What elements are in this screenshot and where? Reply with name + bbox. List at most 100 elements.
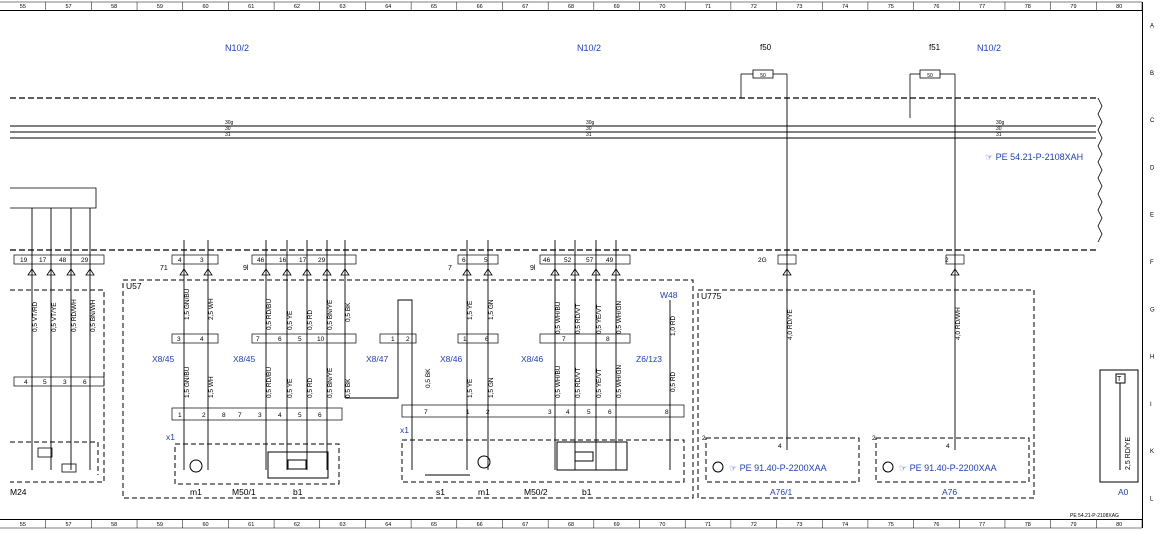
ruler-side-label: E xyxy=(1150,213,1154,219)
pin-label: 8 xyxy=(606,336,610,343)
wire-label: 1,5 YE xyxy=(467,378,474,398)
ruler-side-label: L xyxy=(1150,496,1154,502)
a0-top-label: T xyxy=(1117,376,1122,383)
module-left-box xyxy=(10,187,97,209)
ruler-top-label: 75 xyxy=(888,4,894,10)
pin-label: 16 xyxy=(279,257,287,264)
u775-label: U775 xyxy=(701,291,722,301)
pin-label: 5 xyxy=(484,257,488,264)
connector-strip-mid xyxy=(13,333,631,387)
ruler-bottom-label: 60 xyxy=(202,522,208,528)
svg-text:30g: 30g xyxy=(996,120,1005,126)
pin-label: 7 xyxy=(256,336,260,343)
wire-label: 1,5 GN xyxy=(488,299,495,320)
wire-label: 0,5 RD/VT xyxy=(575,304,582,334)
pin-label: 52 xyxy=(564,257,572,264)
z6-label: Z6/1z3 xyxy=(636,354,662,364)
ruler-top-label: 76 xyxy=(933,4,939,10)
wire-label: 0,5 BN/YE xyxy=(327,299,334,330)
m501-component xyxy=(174,443,340,485)
wire-label: 0,5 RD/VT xyxy=(575,368,582,398)
pin-label: 4 xyxy=(278,412,282,419)
m24-label: M24 xyxy=(10,487,27,497)
ruler-bottom-label: 69 xyxy=(614,522,620,528)
bottom-reference: PE 54.21-P-2108XAG xyxy=(1070,513,1119,519)
a761-component xyxy=(705,437,860,483)
ruler-bottom-label: 80 xyxy=(1116,522,1122,528)
wire-label: 0,5 BK xyxy=(345,378,352,398)
box-labels: U57 U775 W48 X8/45 X8/45 X8/47 X8/46 X8/… xyxy=(10,281,1129,497)
ruler-top-label: 78 xyxy=(1025,4,1031,10)
wire-label: 0,5 RD xyxy=(307,309,314,330)
top-ruler xyxy=(0,1,1142,11)
ruler-top-label: 59 xyxy=(157,4,163,10)
pin-label: 7 xyxy=(562,336,566,343)
ruler-top-label: 63 xyxy=(340,4,346,10)
m502-component xyxy=(401,439,685,483)
upper-boundary xyxy=(10,97,1098,251)
bus-lines xyxy=(10,125,1096,139)
pin-label: 3 xyxy=(258,412,262,419)
wire-label: 0,5 WH/BU xyxy=(555,301,562,334)
wire-label: 0,5 VT/RD xyxy=(32,301,39,332)
f51-label: f51 xyxy=(929,43,941,52)
ruler-top-label: 77 xyxy=(979,4,985,10)
ruler-bottom-label: 65 xyxy=(431,522,437,528)
pin-label: 49 xyxy=(606,257,614,264)
pin-label: 6 xyxy=(485,336,489,343)
u57-boundary xyxy=(122,279,694,499)
pin-label: 5 xyxy=(43,379,47,386)
pin-label: 3 xyxy=(548,409,552,416)
ruler-top-label: 61 xyxy=(248,4,254,10)
ruler-bottom-label: 67 xyxy=(522,522,528,528)
a761-reference-link[interactable]: ☞ PE 91.40-P-2200XAA xyxy=(729,463,827,473)
pin-label: 3 xyxy=(200,257,204,264)
m1a-label: m1 xyxy=(190,487,202,497)
a76-label: A76 xyxy=(942,487,957,497)
x846b-label: X8/46 xyxy=(521,354,543,364)
ruler-bottom-label: 76 xyxy=(933,522,939,528)
wire-label: 4,0 RD/YE xyxy=(787,309,794,340)
header-refs: N10/2 N10/2 N10/2 f50 f51 xyxy=(225,43,1001,53)
wire-label: 2,5 WH xyxy=(208,298,215,320)
pin-label: 2G xyxy=(758,257,767,264)
wire-label: 0,5 YE/VT xyxy=(596,368,603,398)
pin-label: 2 xyxy=(945,257,949,264)
svg-text:31: 31 xyxy=(996,132,1002,138)
ruler-top-label: 55 xyxy=(20,4,26,10)
ruler-side-label: F xyxy=(1150,260,1154,266)
ruler-bottom-label: 68 xyxy=(568,522,574,528)
pin-label: 7 xyxy=(424,409,428,416)
pin-label: 6 xyxy=(278,336,282,343)
ruler-bottom-label: 59 xyxy=(157,522,163,528)
a761-label: A76/1 xyxy=(770,487,792,497)
ruler-top-label: 79 xyxy=(1070,4,1076,10)
wire-label: 0,5 RD/BU xyxy=(266,299,273,330)
fuse-f51 xyxy=(909,69,956,118)
ruler-top-label: 70 xyxy=(659,4,665,10)
top-reference-link[interactable]: ☞ PE 54.21-P-2108XAH xyxy=(985,152,1083,162)
pin-label: 4 xyxy=(566,409,570,416)
svg-text:31: 31 xyxy=(586,132,592,138)
a76-reference-link[interactable]: ☞ PE 91.40-P-2200XAA xyxy=(899,463,997,473)
ruler-bottom-label: 71 xyxy=(705,522,711,528)
wire-label: 0,5 WH/GN xyxy=(616,300,623,334)
m24-component xyxy=(37,447,77,473)
svg-text:31: 31 xyxy=(225,132,231,138)
ruler-side-label: B xyxy=(1150,71,1154,77)
pin-label: 2 xyxy=(202,412,206,419)
wire-label: 0,5 RD xyxy=(670,371,677,392)
ruler-side-label: K xyxy=(1150,449,1154,455)
ruler-top-label: 66 xyxy=(477,4,483,10)
wire-label: 1,5 GN/BU xyxy=(184,366,191,398)
pin-label: 4 xyxy=(24,379,28,386)
wire-label: 1,5 GN/BU xyxy=(184,288,191,320)
u57-label: U57 xyxy=(126,281,142,291)
pin-label: 6 xyxy=(608,409,612,416)
pin-label: 1 xyxy=(463,336,467,343)
x845b-label: X8/45 xyxy=(233,354,255,364)
